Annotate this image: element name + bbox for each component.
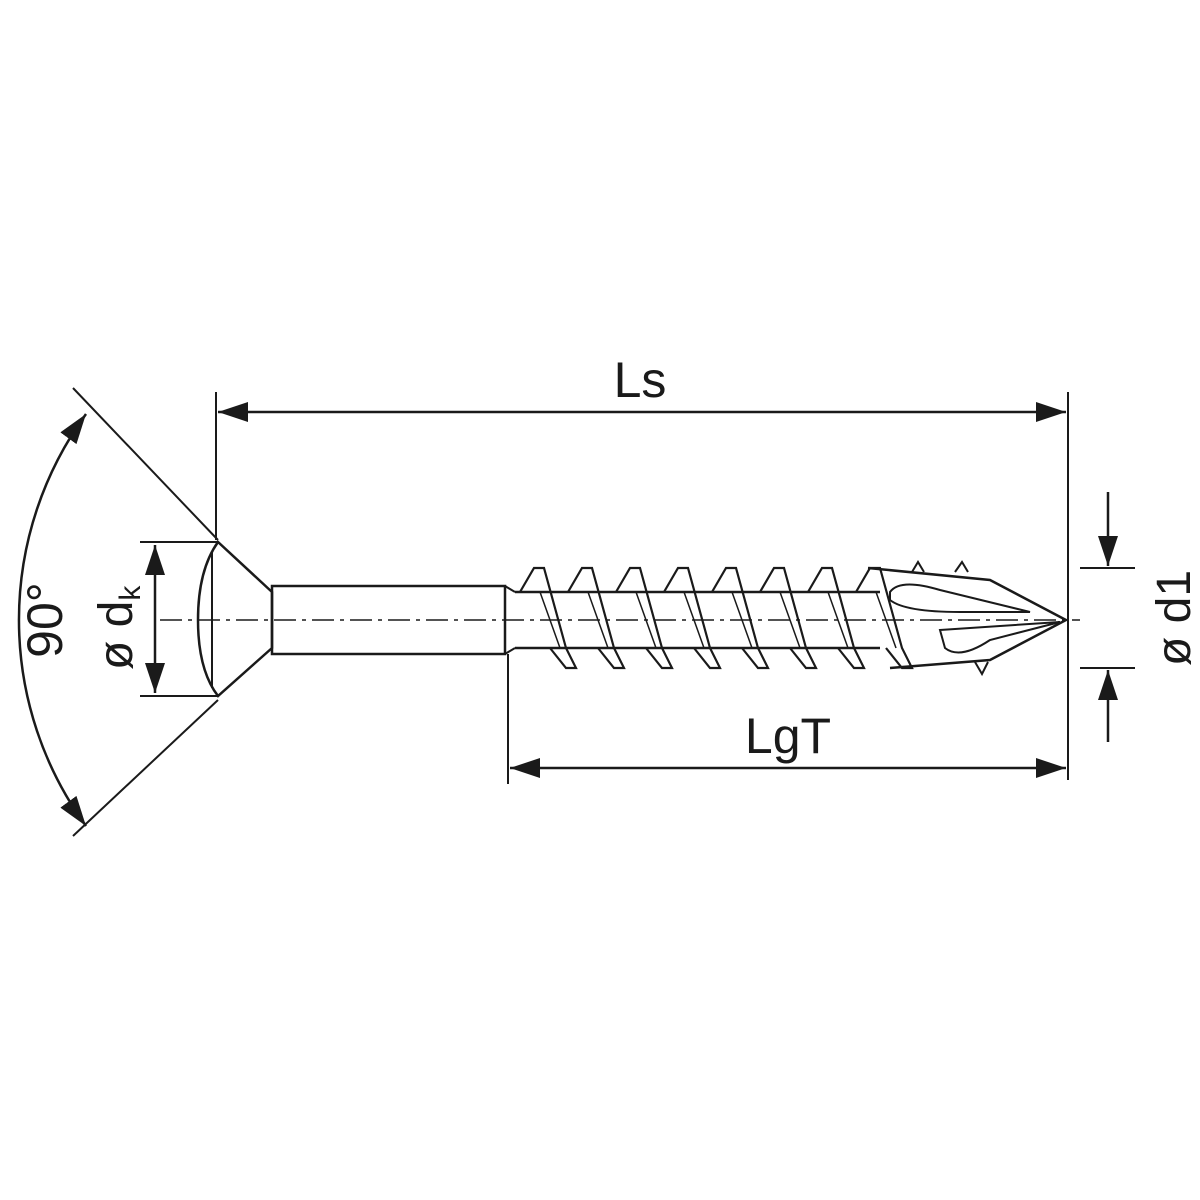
thread-length-label: LgT [745, 708, 831, 764]
head-bottom-extension-line [72, 699, 219, 837]
drill-tip-flute-lower [938, 621, 1061, 654]
thread-turn [615, 566, 674, 670]
angle-arc [17, 413, 88, 827]
drill-tip-flute-upper [889, 583, 1031, 613]
thread-length-dimension: LgT [507, 654, 1066, 784]
angle-dimension: 90° [17, 387, 219, 837]
screw-head [196, 540, 274, 698]
thread-flank-line [587, 591, 609, 649]
head-diameter-subscript: k [114, 585, 147, 601]
drill-tip-teeth [911, 560, 989, 677]
thread-flank-line [875, 591, 897, 649]
screw [160, 540, 1080, 698]
head-top-extension-line [72, 387, 219, 541]
thread-flank-line [827, 591, 849, 649]
thread-turn [759, 566, 818, 670]
thread-diameter-label: ø d1 [1148, 570, 1200, 666]
thread-flank-line [635, 591, 657, 649]
thread-turn [567, 566, 626, 670]
drill-tip [867, 566, 1069, 670]
head-diameter-label: ø dk [90, 585, 147, 670]
thread-flank-line [779, 591, 801, 649]
thread-turn [519, 566, 578, 670]
thread-turns [519, 566, 914, 670]
thread-flank-line [539, 591, 561, 649]
thread-core [515, 590, 880, 650]
thread-turn [663, 566, 722, 670]
shank-transition-lower [504, 647, 516, 655]
head-diameter-dimension: ø dk [90, 541, 218, 697]
thread-turn [807, 566, 866, 670]
thread-flank-line [683, 591, 705, 649]
screw-length-label: Ls [614, 352, 667, 408]
thread-diameter-dimension: ø d1 [1080, 492, 1200, 742]
thread-turn [855, 566, 914, 670]
thread-turn [711, 566, 770, 670]
thread-flank-line [731, 591, 753, 649]
angle-label: 90° [17, 582, 73, 658]
shank-transition [504, 585, 516, 593]
head-diameter-prefix: ø d [90, 601, 143, 670]
screw-length-dimension: Ls [215, 352, 1069, 780]
